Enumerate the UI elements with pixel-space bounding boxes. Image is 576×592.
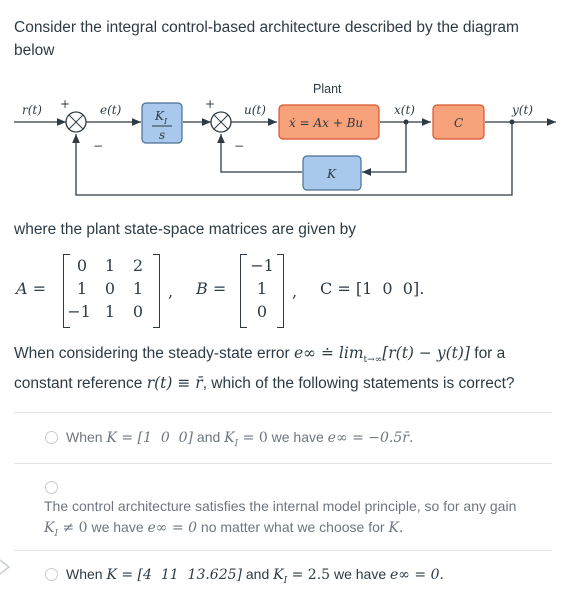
plus-sign-2: + <box>205 97 215 111</box>
svg-text:C: C <box>454 116 463 130</box>
svg-text:K: K <box>154 109 165 123</box>
answer-radio-2[interactable] <box>45 481 58 494</box>
minus-sign-1: − <box>93 139 103 153</box>
minus-sign-2: − <box>234 139 244 153</box>
y-label: y(t) <box>511 103 533 117</box>
matrix-a-name: A = <box>16 279 47 298</box>
answer-radio-1[interactable] <box>45 431 58 444</box>
summing-junction-1 <box>65 111 87 133</box>
intro-line-2: below <box>14 42 55 59</box>
where-text: where the plant state-space matrices are… <box>14 221 357 238</box>
integrator-block: K I s <box>141 102 183 144</box>
k-block: K <box>302 155 362 191</box>
answer-radio-3[interactable] <box>45 568 58 581</box>
summing-junction-2 <box>210 111 232 133</box>
answer-option-2[interactable]: The control architecture satisfies the i… <box>44 498 517 539</box>
matrices: A = 0 1 2 1 0 1 −1 1 0 , B = −1 1 0 , C … <box>0 250 576 330</box>
u-label: u(t) <box>244 103 266 117</box>
svg-text:ẋ = Ax + Bu: ẋ = Ax + Bu <box>289 116 363 130</box>
chevron-right-icon[interactable] <box>0 556 12 578</box>
x-label: x(t) <box>394 103 415 117</box>
matrix-c: C = [1 0 0]. <box>320 279 425 298</box>
e-label: e(t) <box>100 103 122 117</box>
question-intro: Consider the integral control-based arch… <box>14 16 554 62</box>
divider <box>14 412 552 413</box>
plus-sign-1: + <box>60 97 70 111</box>
plant-label: Plant <box>313 82 342 96</box>
intro-line-1: Consider the integral control-based arch… <box>14 19 519 36</box>
svg-text:s: s <box>159 128 165 142</box>
question-statement: When considering the steady-state error … <box>14 344 515 393</box>
svg-text:I: I <box>163 117 168 126</box>
block-diagram: Plant r(t) + − e(t) + − u(t) x(t) y(t) <box>14 82 556 196</box>
divider <box>14 550 552 551</box>
divider <box>14 463 552 464</box>
plant-block: ẋ = Ax + Bu <box>278 104 380 140</box>
svg-text:K: K <box>326 167 337 181</box>
answer-option-1[interactable]: When K = [1 0 0] and KI = 0 we have e∞ =… <box>66 429 414 449</box>
c-block: C <box>432 104 485 140</box>
r-label: r(t) <box>22 103 42 117</box>
answer-option-3[interactable]: When K = [4 11 13.625] and KI = 2.5 we h… <box>66 566 444 586</box>
matrix-b-name: B = <box>196 279 227 298</box>
